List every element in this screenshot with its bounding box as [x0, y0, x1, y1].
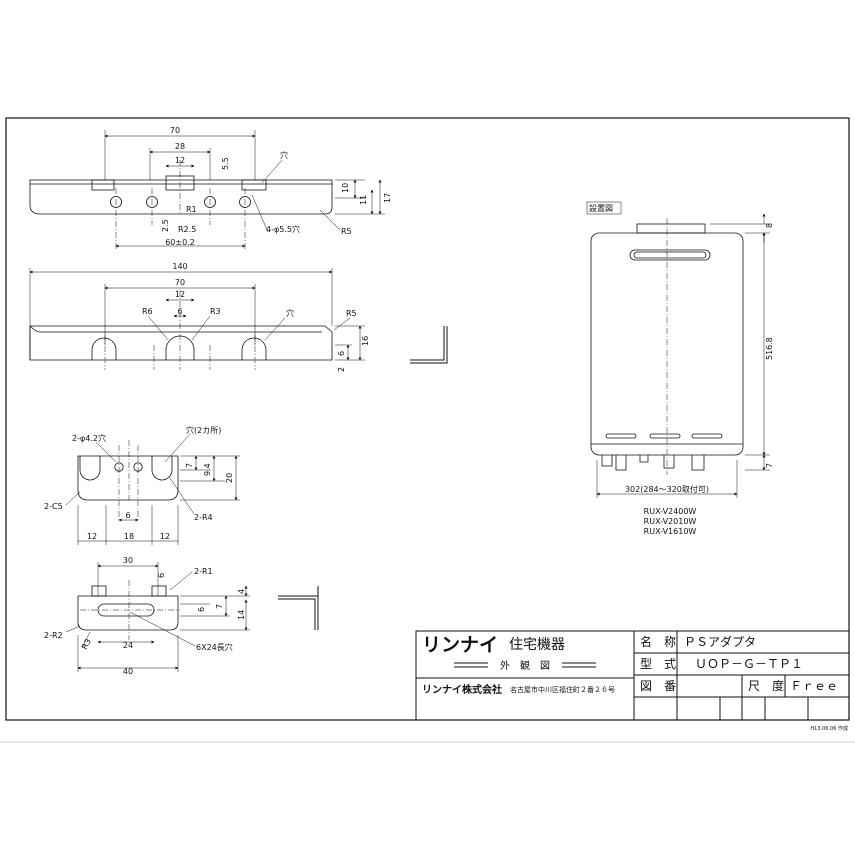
dim-label: R1 — [186, 205, 197, 214]
dim-label: 穴 — [280, 150, 288, 160]
dim-label: 516.8 — [765, 337, 774, 360]
part-view-2 — [29, 268, 365, 370]
dim-label: 5.5 — [221, 157, 230, 170]
dim-label: 24 — [123, 641, 133, 650]
dim-label: 6 — [177, 307, 182, 316]
dim-label: 14 — [237, 610, 246, 620]
dim-label: 2.5 — [161, 219, 170, 232]
dim-label: 6 — [337, 351, 346, 356]
dim-label: 2-R2 — [44, 631, 63, 640]
dim-label: R5 — [341, 227, 352, 236]
dim-label: 7 — [215, 604, 224, 609]
dim-label: 12 — [87, 532, 97, 541]
dim-label: 12 — [160, 532, 170, 541]
dim-label: 16 — [361, 336, 370, 346]
dim-label: 140 — [172, 262, 187, 271]
dim-label: 6X24長穴 — [196, 642, 233, 652]
dim-label: 穴(2カ所) — [186, 425, 221, 435]
category-text: 住宅機器 — [509, 637, 565, 653]
dim-label: R3 — [210, 307, 221, 316]
dim-label: 7 — [185, 463, 194, 468]
dim-label: 2-R1 — [194, 567, 213, 576]
view3-labels: 2-φ4.2穴 穴(2カ所) 7 9.4 20 2-C5 6 2-R4 12 1… — [44, 425, 234, 541]
side-profile-2 — [278, 586, 319, 630]
dim-label: 6 — [125, 511, 130, 520]
dim-label: 6 — [197, 607, 206, 612]
view-type: 外 観 図 — [500, 659, 550, 672]
model-label: RUX-V2010W — [644, 517, 697, 526]
dim-label: 28 — [175, 142, 185, 151]
view2-labels: 140 70 12 R6 6 R3 穴 R5 6 16 2 — [142, 262, 370, 372]
dim-label: 70 — [175, 278, 185, 287]
dim-label: 2-R4 — [194, 513, 213, 522]
model-label: RUX-V1610W — [644, 527, 697, 536]
dim-label: 7 — [765, 463, 774, 468]
dim-label: 12 — [175, 156, 185, 165]
name-value: ＰＳアダプタ — [684, 634, 756, 649]
dim-label: 30 — [123, 556, 133, 565]
scale-label: 尺 度 — [748, 678, 784, 693]
brand-logo: リンナイ — [422, 634, 498, 656]
install-title-box — [586, 201, 622, 215]
dim-label: 18 — [124, 532, 134, 541]
dim-label: 12 — [175, 290, 185, 299]
install-title: 設置図 — [589, 203, 613, 213]
dim-label: R3 — [80, 637, 93, 651]
dim-label: 11 — [359, 195, 368, 205]
dim-label: 2 — [337, 367, 346, 372]
dim-label: 6 — [157, 573, 166, 578]
dim-label: R2.5 — [178, 225, 196, 234]
dim-label: 4-φ5.5穴 — [266, 224, 300, 234]
dim-label: 60±0.2 — [165, 238, 195, 247]
dim-label: 4 — [237, 589, 246, 594]
part-view-3 — [65, 433, 240, 545]
part-view-1 — [29, 130, 385, 250]
title-block — [415, 630, 850, 721]
view4-labels: 30 2-R1 6 4 7 14 2-R2 R3 24 6X24長穴 40 6 — [44, 556, 246, 676]
dim-label: 2-C5 — [44, 502, 63, 511]
dim-label: 70 — [170, 126, 180, 135]
scale-value: Ｆｒｅｅ — [790, 679, 838, 693]
dim-label: 9.4 — [203, 463, 212, 476]
date-note: H13.06.06 作成 — [810, 725, 848, 732]
dim-label: 302(284～320取付可) — [625, 484, 709, 494]
dim-label: 10 — [341, 183, 350, 193]
part-view-4 — [65, 562, 250, 672]
title-block-text: リンナイ 住宅機器 外 観 図 リンナイ株式会社 名古屋市中川区福住町２番２６号… — [422, 634, 848, 732]
model-label: RUX-V2400W — [644, 507, 697, 516]
dim-label: 40 — [123, 667, 133, 676]
dim-label: R6 — [142, 307, 153, 316]
dim-label: 17 — [383, 193, 392, 203]
side-profile-1 — [410, 326, 448, 364]
drawing-number-label: 図 番 — [640, 679, 676, 693]
dim-label: 2-φ4.2穴 — [72, 433, 106, 443]
dim-label: R5 — [346, 309, 357, 318]
model-value: ＵＯＰ－Ｇ－ＴＰ１ — [695, 657, 803, 671]
dim-label: 8 — [765, 223, 774, 228]
view1-labels: 70 28 12 5.5 10 11 17 2.5 R2.5 60±0.2 4-… — [161, 126, 392, 247]
company-address: 名古屋市中川区福住町２番２６号 — [510, 685, 615, 694]
dim-label: 20 — [225, 473, 234, 483]
name-label: 名 称 — [640, 634, 676, 649]
install-view — [590, 213, 770, 498]
install-labels: 設置図 8 516.8 7 302(284～320取付可) RUX-V2400W… — [586, 201, 774, 536]
company-name: リンナイ株式会社 — [422, 683, 502, 696]
model-label-title: 型 式 — [640, 657, 676, 671]
dim-label: 穴 — [286, 308, 294, 318]
